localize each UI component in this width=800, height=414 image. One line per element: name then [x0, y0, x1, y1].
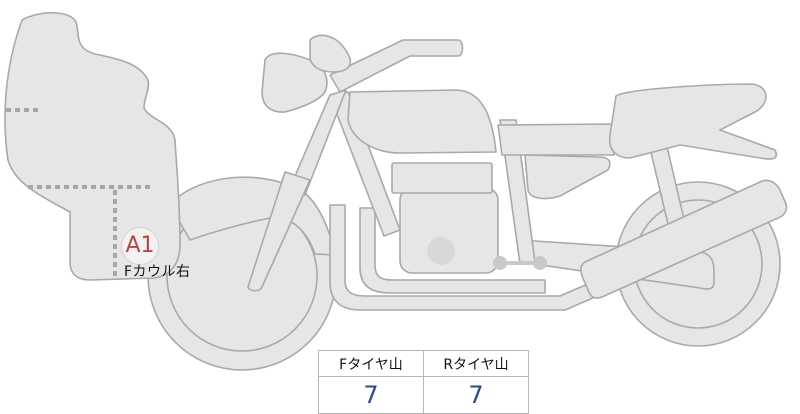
seat-front [497, 123, 615, 156]
front-fork-lower [247, 171, 311, 292]
front-tire-value: 7 [318, 376, 424, 414]
front-tire-header: Fタイヤ山 [318, 350, 424, 377]
tail-cowl [608, 83, 778, 160]
damage-marker-a1-label: Fカウル右 [124, 264, 191, 280]
exhaust-pipe-upper [359, 207, 546, 294]
rear-tire-header: Rタイヤ山 [423, 350, 529, 377]
headlight [261, 52, 328, 113]
rear-tire-value: 7 [423, 376, 529, 414]
fuel-tank [347, 89, 497, 154]
muffler [579, 179, 788, 299]
damage-marker-a1[interactable]: A1 [121, 227, 159, 265]
meter [309, 34, 352, 73]
tire-tread-table: Fタイヤ山 Rタイヤ山 7 7 [318, 350, 529, 414]
front-cowl [4, 11, 181, 281]
handlebar [329, 39, 464, 93]
side-cover [524, 154, 611, 200]
engine [391, 162, 547, 274]
